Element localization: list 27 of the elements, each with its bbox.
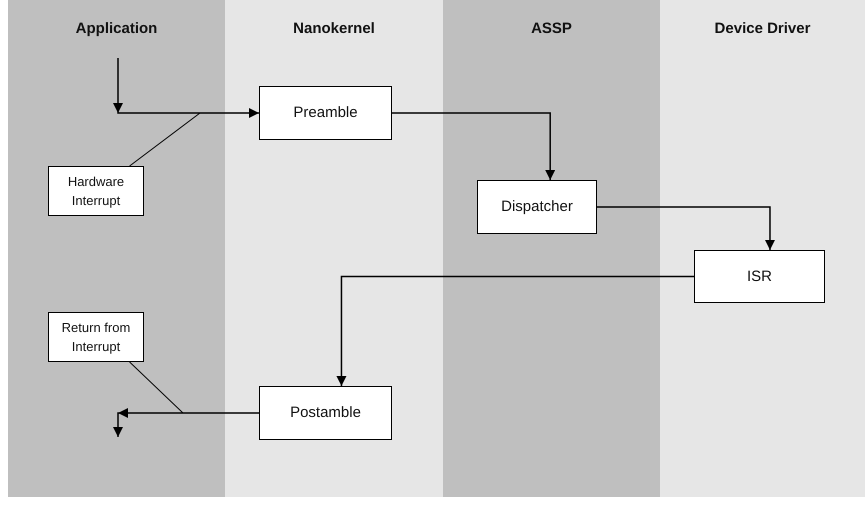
process-box	[259, 386, 392, 440]
process-box	[694, 250, 825, 303]
lane-heading: Application	[74, 20, 158, 37]
arrow	[336, 276, 694, 386]
arrow	[113, 408, 259, 437]
lane-heading: Device Driver	[714, 20, 812, 37]
box-label: Preamble	[293, 104, 358, 122]
swimlane	[660, 0, 865, 497]
box-label: Return from Interrupt	[60, 319, 132, 356]
process-box	[48, 166, 144, 216]
process-box	[48, 312, 144, 362]
arrow	[392, 112, 556, 180]
arrow	[597, 206, 775, 250]
swimlane	[8, 0, 225, 497]
box-label: Dispatcher	[501, 198, 573, 216]
leader-line	[129, 112, 200, 166]
process-box	[259, 86, 392, 140]
box-label: Hardware Interrupt	[66, 173, 126, 210]
box-label: Postamble	[290, 404, 361, 422]
process-box	[477, 180, 597, 234]
box-label: ISR	[746, 268, 772, 286]
arrow	[113, 58, 259, 118]
lane-heading: ASSP	[530, 20, 573, 37]
swimlane	[225, 0, 443, 497]
leader-line	[129, 362, 184, 414]
swimlane	[443, 0, 660, 497]
lane-heading: Nanokernel	[292, 20, 376, 37]
